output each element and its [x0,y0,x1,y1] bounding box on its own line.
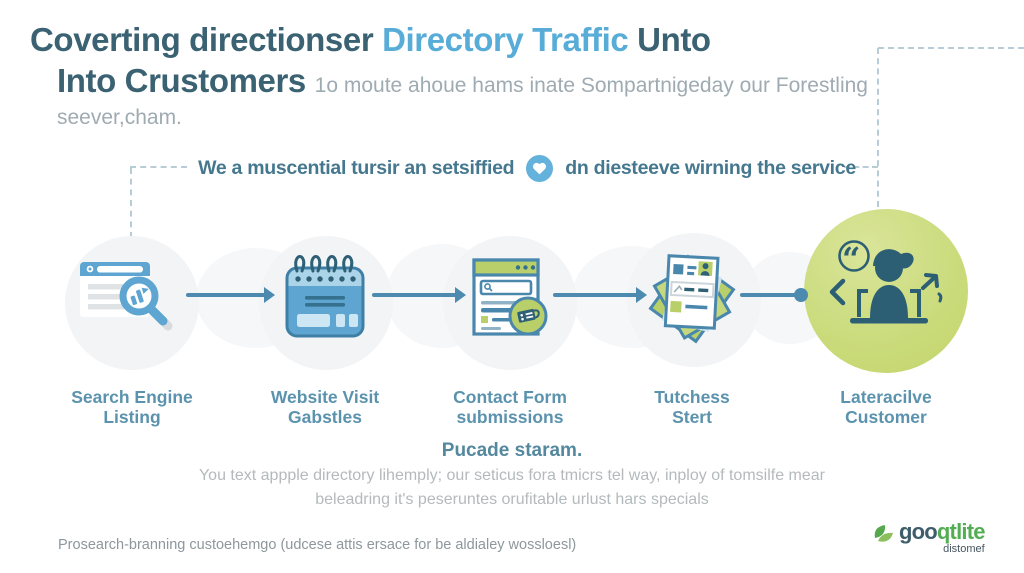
step-label-search-engine-listing: Search Engine Listing [71,387,193,428]
flow-arrow-3 [553,287,647,303]
logo-wordmark: gooqtlite [899,519,985,544]
dashed-connector [878,47,1024,49]
flow-arrow-2 [372,287,466,303]
step-label-tutchess: Tutchess Stert [654,387,730,428]
banner: We a muscential tursir an setsiffied dn … [150,152,904,184]
title-line2-bold: Into Crustomers [57,61,306,99]
dashed-connector [130,166,187,168]
heart-icon [526,154,554,182]
banner-text-left: We a muscential tursir an setsiffied [198,156,515,179]
title-part1: Coverting directionser [30,21,374,58]
bottom-paragraph: You text appple directory lihemply; our … [0,464,1024,512]
flow-connector-dot [740,288,808,302]
page-title-line2: Into Crustomers 1o moute ahoue hams inat… [57,61,868,102]
bottom-heading: Pucade staram. [441,440,583,461]
svg-text:“: “ [842,240,860,278]
customer-icon: “ [820,230,952,351]
documents-stack-icon [640,245,744,354]
search-engine-listing-icon [78,258,178,347]
dashed-connector [844,166,878,168]
step-label-contact-form: Contact Form submissions [453,387,567,428]
step-label-website-visit: Website Visit Gabstles [270,387,380,428]
brand-logo: gooqtlite distomef [872,520,985,555]
bottom-paragraph-line2: beleadring it's peseruntes orufitable ur… [315,491,709,508]
banner-text-right: dn diesteeve wirning the service [565,156,856,179]
title-highlight: Directory Traffic [382,21,629,58]
subtitle-inline: 1o moute ahoue hams inate Sompartnigeday… [314,73,868,97]
logo-subtext: distomef [943,543,985,555]
dashed-connector [130,168,132,238]
bottom-paragraph-line1: You text appple directory lihemply; our … [198,467,826,484]
dashed-connector [877,48,879,207]
header: Coverting directionser Directory Traffic… [30,20,868,131]
title-part2: Unto [637,21,711,58]
page-title-line1: Coverting directionser Directory Traffic… [30,20,868,61]
website-visit-icon [283,252,367,349]
contact-form-icon [466,254,554,351]
step-label-customer: Lateracilve Customer [840,387,932,428]
leaf-icon [872,520,896,553]
subtitle-line2: seever,cham. [57,105,182,129]
footer-note: Prosearch-branning custoehemgo (udcese a… [58,537,577,553]
flow-arrow-1 [186,287,275,303]
